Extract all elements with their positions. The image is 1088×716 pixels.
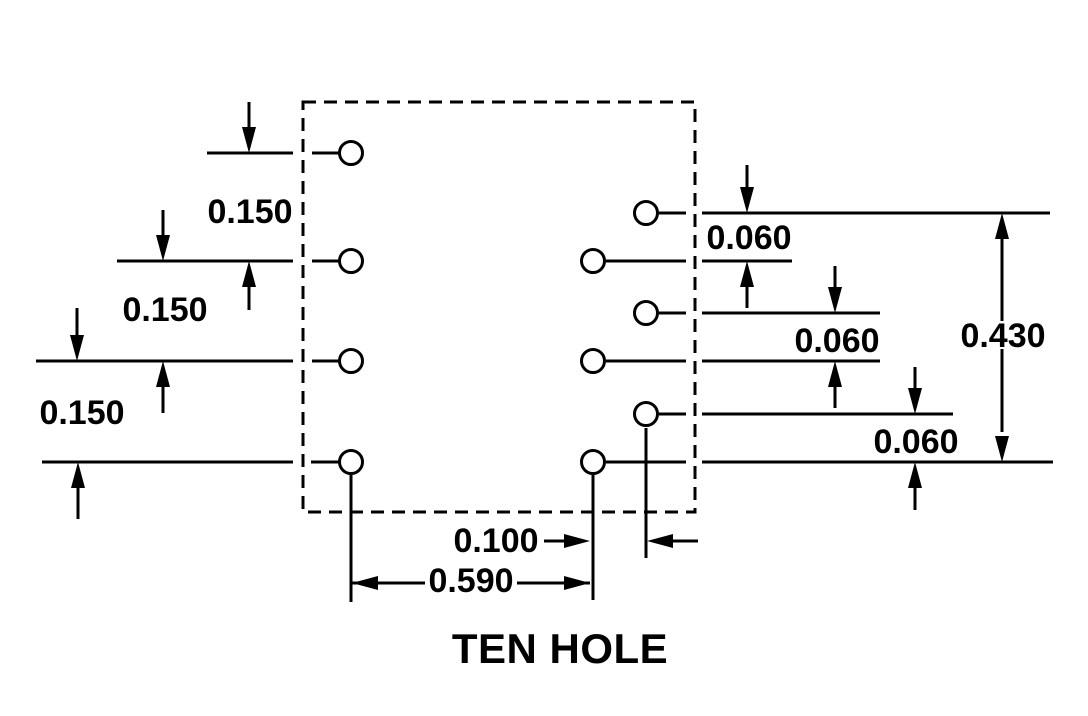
- dimension-label: 0.100: [453, 522, 538, 560]
- dimension-label-bg: [450, 526, 542, 554]
- dimension-label-bg: [791, 326, 883, 354]
- dimension-label: 0.430: [960, 317, 1045, 355]
- arrowhead-right: [564, 576, 590, 590]
- arrowhead-down: [995, 436, 1009, 462]
- dimension-label-bg: [957, 321, 1049, 349]
- arrowhead-down: [908, 388, 922, 414]
- arrowhead-up: [242, 261, 256, 287]
- arrowhead-down: [828, 287, 842, 313]
- dimension-label-bg: [36, 398, 128, 426]
- hole-right-outer: [633, 200, 659, 226]
- hole-right-inner: [580, 449, 606, 475]
- arrowhead-down: [740, 187, 754, 213]
- dimension-label-bg: [703, 223, 795, 251]
- hole-left: [338, 348, 364, 374]
- arrowhead-up: [156, 361, 170, 387]
- arrowhead-up: [740, 261, 754, 287]
- dimension-label: 0.060: [706, 219, 791, 257]
- hole-right-inner: [580, 348, 606, 374]
- dimension-label: 0.150: [122, 291, 207, 329]
- arrowhead-left: [352, 576, 378, 590]
- dimension-label: 0.590: [428, 562, 513, 600]
- arrowhead-up: [828, 361, 842, 387]
- hole-right-outer: [633, 300, 659, 326]
- hole-left: [338, 248, 364, 274]
- arrowhead-up: [995, 213, 1009, 239]
- outline-dashed-rect: [301, 100, 697, 514]
- arrowhead-down: [156, 235, 170, 261]
- hole-left: [338, 140, 364, 166]
- arrowhead-down: [70, 335, 84, 361]
- arrowhead-right: [564, 534, 590, 548]
- dimension-label-bg: [425, 566, 517, 594]
- dimension-label: 0.060: [794, 322, 879, 360]
- dimension-label-bg: [870, 427, 962, 455]
- arrowhead-left: [647, 534, 673, 548]
- dimension-label: 0.150: [39, 394, 124, 432]
- hole-right-inner: [580, 248, 606, 274]
- dimension-label-bg: [204, 197, 296, 225]
- dimension-label: 0.150: [207, 193, 292, 231]
- hole-left: [338, 449, 364, 475]
- diagram-title: TEN HOLE: [451, 625, 669, 672]
- dimension-label: 0.060: [873, 423, 958, 461]
- dimension-label-bg: [119, 295, 211, 323]
- hole-right-outer: [633, 401, 659, 427]
- arrowhead-up: [71, 462, 85, 488]
- arrowhead-down: [242, 127, 256, 153]
- arrowhead-up: [908, 462, 922, 488]
